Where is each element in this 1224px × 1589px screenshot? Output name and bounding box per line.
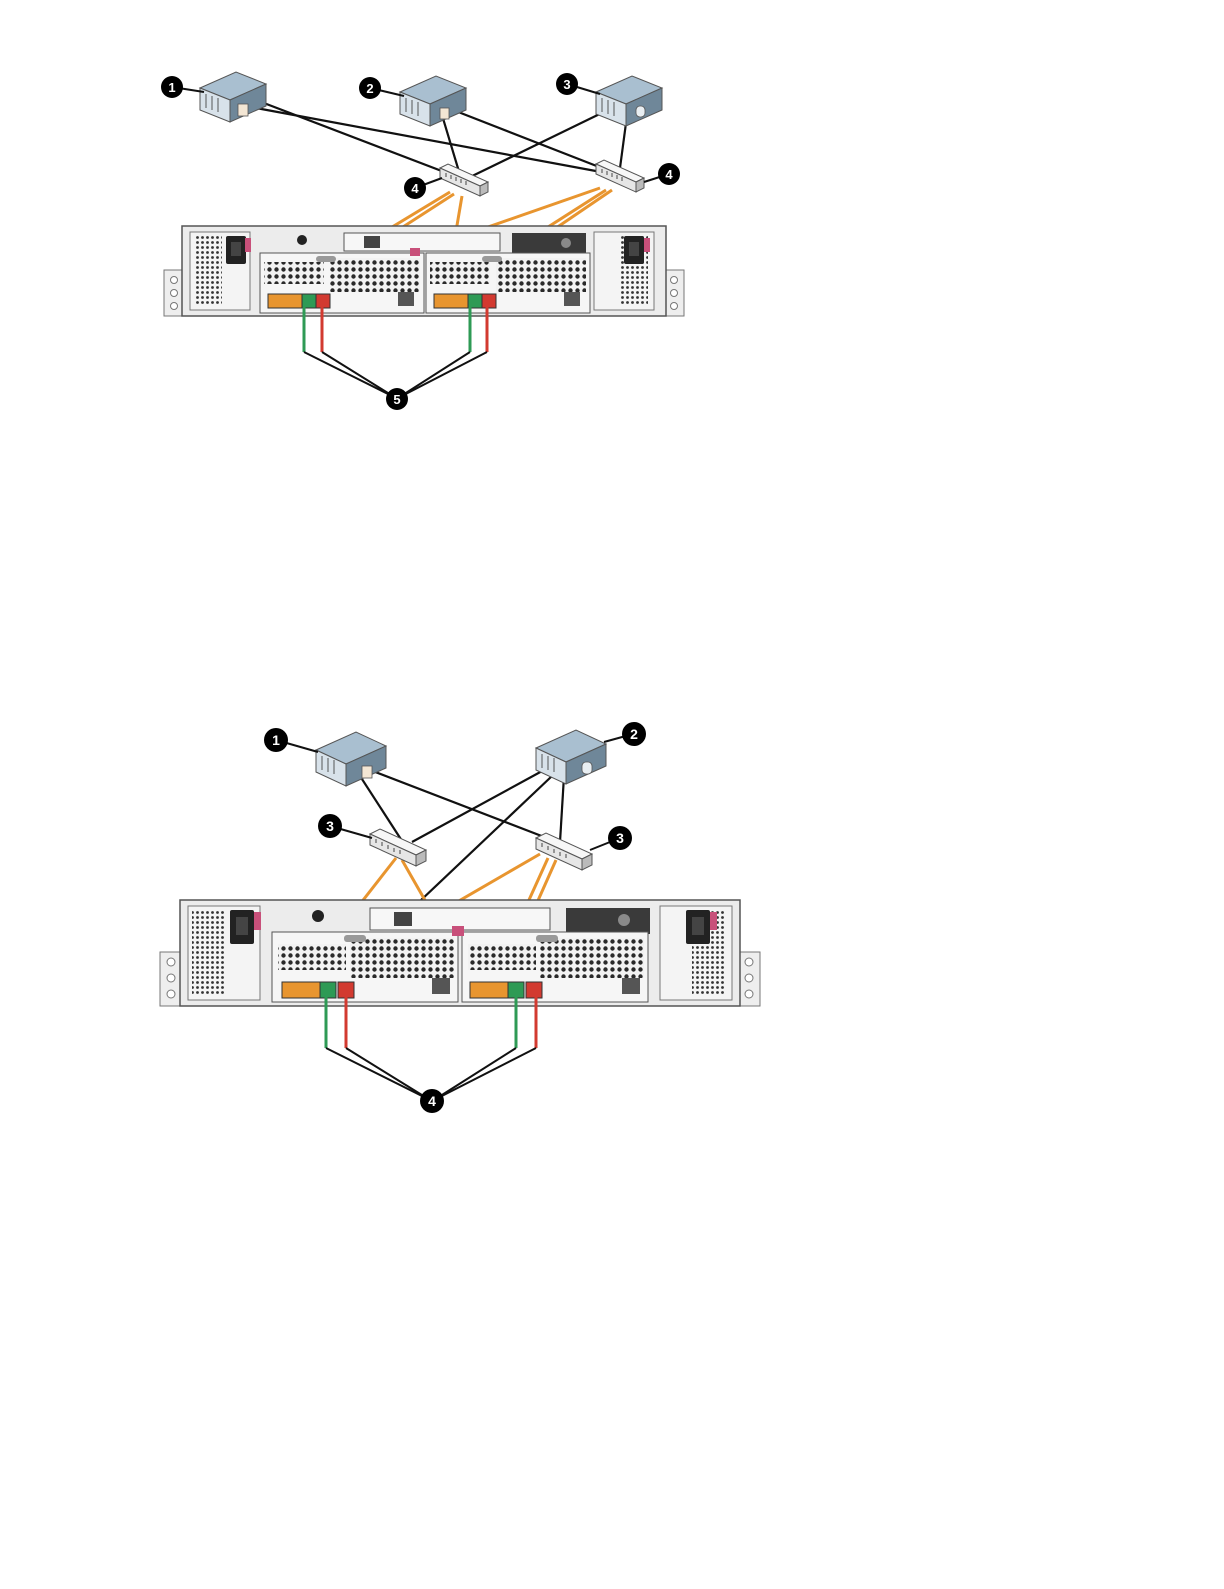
- storage-enclosure-1: [164, 226, 684, 316]
- callout-label: 3: [326, 818, 334, 834]
- callout-label: 1: [168, 80, 175, 95]
- server-3: [596, 76, 662, 126]
- callout-4-ports: 4: [420, 1089, 444, 1113]
- server-2: [536, 730, 606, 784]
- diagram-1: 1 2 3 4 4 5: [161, 72, 684, 410]
- callout-label: 3: [616, 830, 624, 846]
- switch-left: [440, 164, 488, 196]
- storage-enclosure-2: [160, 900, 760, 1006]
- callout-label: 4: [428, 1093, 436, 1109]
- callout-label: 4: [411, 181, 419, 196]
- callout-label: 1: [272, 732, 280, 748]
- callout-label: 4: [665, 167, 673, 182]
- callout-4-switch-left: 4: [404, 177, 426, 199]
- callout-label: 5: [393, 392, 400, 407]
- callout-2-server2: 2: [359, 77, 381, 99]
- server-2: [400, 76, 466, 126]
- callout-3-switch-right: 3: [608, 826, 632, 850]
- callout-4-switch-right: 4: [658, 163, 680, 185]
- callout-5-ports: 5: [386, 388, 408, 410]
- server-1: [316, 732, 386, 786]
- callout-3-switch-left: 3: [318, 814, 342, 838]
- server-1: [200, 72, 266, 122]
- callout-label: 3: [563, 77, 570, 92]
- callout-2-server2: 2: [622, 722, 646, 746]
- callout-1-server1: 1: [264, 728, 288, 752]
- diagram-2: 1 2 3 3 4: [160, 722, 760, 1113]
- callout-1-server1: 1: [161, 76, 183, 98]
- callout-label: 2: [630, 726, 638, 742]
- callout-label: 2: [366, 81, 373, 96]
- callout-3-server3: 3: [556, 73, 578, 95]
